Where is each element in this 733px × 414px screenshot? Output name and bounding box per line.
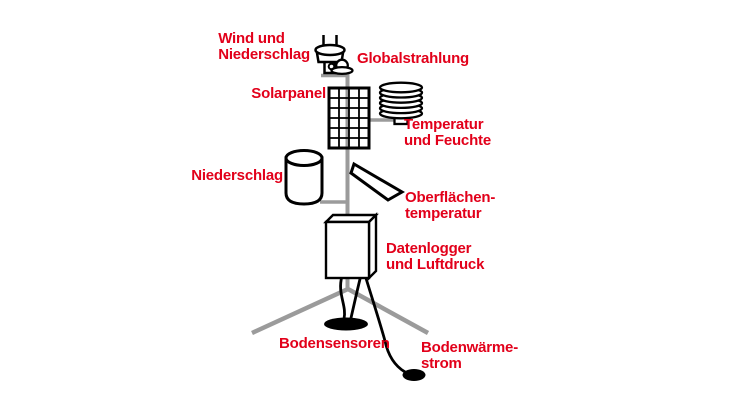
label-precipitation: Niederschlag xyxy=(191,167,283,184)
soil-heat-flux-plate xyxy=(402,369,426,381)
label-soil-sensors: Bodensensoren xyxy=(279,335,390,352)
soil-sensors-plate xyxy=(324,317,368,331)
label-solar-panel: Solarpanel xyxy=(251,85,326,102)
surface-temp-sensor-icon xyxy=(349,161,405,202)
label-global-radiation: Globalstrahlung xyxy=(357,50,470,67)
label-wind-precipitation: Wind und Niederschlag xyxy=(218,30,310,63)
datalogger-box-icon xyxy=(323,212,379,281)
soil-sensor-cable-left xyxy=(339,274,346,321)
soil-heat-flux-cable xyxy=(363,273,407,374)
tripod-legs xyxy=(251,286,430,336)
label-surface-temperature: Oberflächen- temperatur xyxy=(405,189,496,222)
label-soil-heat-flux: Bodenwärme- strom xyxy=(421,339,518,372)
label-datalogger-air-pressure: Datenlogger und Luftdruck xyxy=(386,240,485,273)
radiation-shield-icon xyxy=(378,81,424,126)
rain-gauge-icon xyxy=(284,149,324,206)
solar-panel-icon xyxy=(327,86,371,150)
pyranometer-icon xyxy=(327,58,354,76)
label-temperature-humidity: Temperatur und Feuchte xyxy=(404,116,491,149)
